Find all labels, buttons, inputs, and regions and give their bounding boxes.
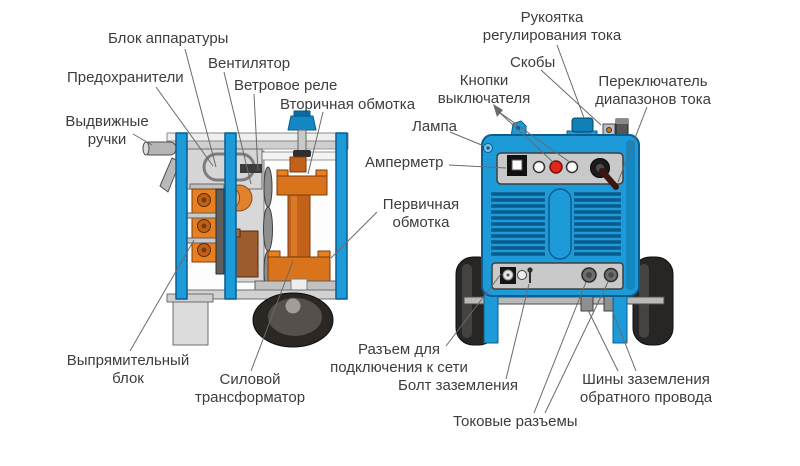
leader-power-transformer xyxy=(250,260,294,372)
rectifier-top-lip xyxy=(189,183,225,190)
switch-stack-cap xyxy=(616,119,628,124)
top-panel-band xyxy=(166,140,349,150)
switch-button-illustration xyxy=(532,160,546,174)
support-leg xyxy=(172,301,209,346)
leader-current-connectors xyxy=(533,281,587,414)
label-lamp: Лампа xyxy=(412,118,457,135)
leader-ground-buses xyxy=(587,309,619,372)
leader-current-connectors xyxy=(544,281,609,414)
core-highlight xyxy=(291,196,297,256)
label-brackets: Скобы xyxy=(510,54,556,71)
label-mains-connector: Разъем для подключения к сети xyxy=(330,341,468,376)
leader-arrowhead xyxy=(493,104,503,117)
label-pullout-handles: Выдвижные ручки xyxy=(65,113,149,148)
leader-fan xyxy=(223,71,252,185)
range-switch-lever xyxy=(599,168,619,190)
support-leg-flange xyxy=(166,293,214,303)
label-primary-winding: Первичная обмотка xyxy=(382,196,460,231)
leader-secondary-winding xyxy=(307,111,324,175)
leader-lamp xyxy=(449,131,485,147)
body-side-shade xyxy=(626,140,635,290)
current-connector-center xyxy=(608,272,614,278)
leader-equipment-block xyxy=(184,48,217,168)
ammeter-dial xyxy=(511,159,523,171)
rectifier-shelf xyxy=(183,212,217,219)
transformer-illustration xyxy=(267,110,331,282)
label-current-connectors: Токовые разъемы xyxy=(453,413,578,430)
signal-lamp-center xyxy=(486,146,490,150)
heatsink-board xyxy=(215,188,225,275)
leader-rectifier-block xyxy=(129,239,195,352)
label-fan: Вентилятор xyxy=(208,55,291,72)
rectifier-shelf xyxy=(183,237,217,244)
label-switch-buttons: Кнопки выключателя xyxy=(437,72,531,107)
terminal-rod xyxy=(297,129,307,153)
frame-posts xyxy=(175,132,348,300)
left-machine-illustration xyxy=(142,110,349,348)
secondary-winding-illustration xyxy=(276,175,328,196)
leader-ammeter xyxy=(448,164,507,169)
label-power-transformer: Силовой трансформатор xyxy=(194,371,306,406)
grounding-bolt-illustration xyxy=(527,267,533,273)
label-range-switch: Переключатель диапазонов тока xyxy=(595,73,711,108)
insulator-cap xyxy=(287,115,317,131)
grille-center-channel xyxy=(548,188,572,260)
regulation-handle-illustration xyxy=(571,117,594,133)
mains-socket-pin xyxy=(506,273,510,277)
panel-ring xyxy=(517,270,527,280)
label-regulation-handle: Рукоятка регулирования тока xyxy=(482,9,622,44)
leader-regulation-handle xyxy=(556,44,585,119)
label-rectifier-block: Выпрямительный блок xyxy=(66,352,190,387)
label-fuses: Предохранители xyxy=(67,69,184,86)
leader-grounding-bolt xyxy=(505,283,530,380)
label-ammeter: Амперметр xyxy=(365,154,444,171)
ventilation-grille xyxy=(491,192,621,256)
leader-wind-relay xyxy=(253,93,259,172)
label-wind-relay: Ветровое реле xyxy=(234,77,338,94)
leader-ground-buses xyxy=(611,309,637,372)
leader-lines xyxy=(129,44,648,414)
leader-primary-winding xyxy=(330,211,378,259)
rectifier-bolts xyxy=(197,193,211,257)
leader-switch-buttons xyxy=(498,111,555,164)
wheel-disc xyxy=(268,298,322,336)
bracket-hole xyxy=(606,127,612,133)
current-connector-center xyxy=(586,272,592,278)
switch-button-illustration xyxy=(565,160,579,174)
wheel-hub xyxy=(284,297,302,315)
leg-left xyxy=(483,292,499,344)
leader-mains-connector xyxy=(445,273,502,347)
label-equipment-block: Блок аппаратуры xyxy=(108,30,229,47)
label-secondary-winding: Вторичная обмотка xyxy=(280,96,416,113)
terminal-nut xyxy=(293,150,311,157)
primary-winding-illustration xyxy=(267,256,331,282)
leader-range-switch xyxy=(617,106,648,183)
transformer-stem xyxy=(289,156,307,173)
label-ground-buses: Шины заземления обратного провода xyxy=(579,371,713,406)
leader-brackets xyxy=(540,69,602,126)
leader-fuses xyxy=(155,86,214,167)
leader-switch-buttons xyxy=(498,111,572,164)
leader-pullout-handles xyxy=(132,133,153,146)
label-grounding-bolt: Болт заземления xyxy=(398,377,518,394)
fuse-strip xyxy=(240,164,262,173)
stop-button-illustration xyxy=(549,160,563,174)
right-machine-illustration xyxy=(455,117,674,346)
